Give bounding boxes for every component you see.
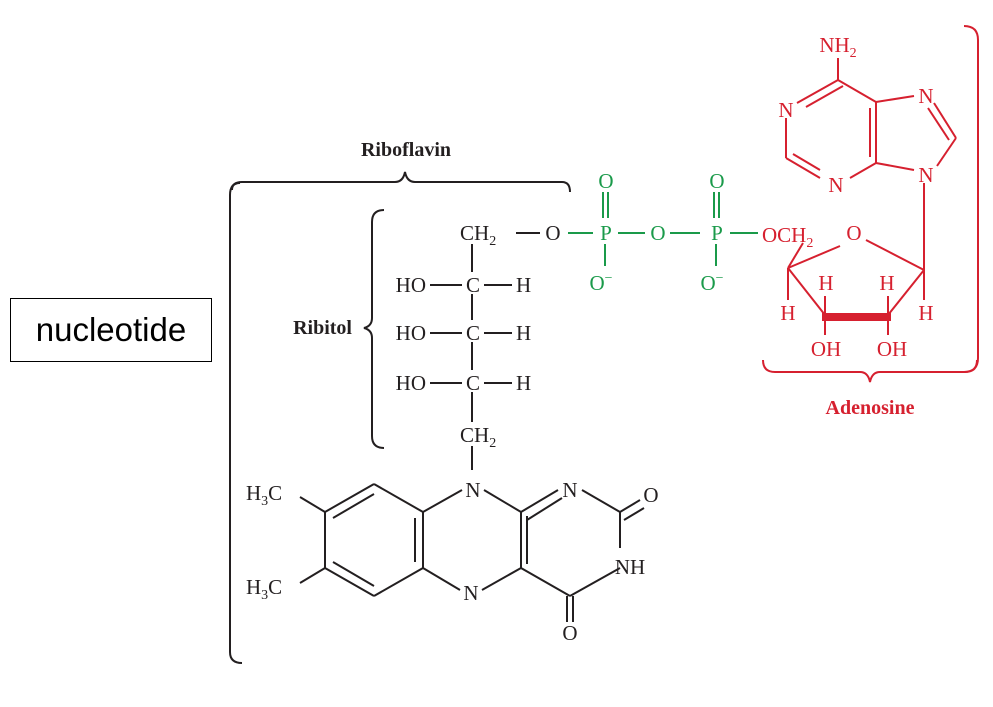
isoalloxazine-ring — [299, 483, 645, 622]
phosphate1-anion: O− — [589, 271, 612, 295]
ribose-oh-2: OH — [877, 337, 907, 361]
ribose-h-c1: H — [918, 301, 933, 325]
phosphorus-2: P — [711, 221, 723, 245]
ribitol-ch2-top: CH2 — [460, 221, 496, 249]
flavin-n1: N — [562, 478, 577, 502]
ribitol-label: Ribitol — [293, 317, 352, 339]
ribitol-ch2-bottom: CH2 — [460, 423, 496, 451]
ester-oxygen: O — [545, 221, 560, 245]
ribose-ring-oxygen: O — [846, 221, 861, 245]
adenine-n7: N — [918, 84, 933, 108]
nucleotide-bracket-right — [963, 25, 979, 373]
och2-group: OCH2 — [762, 223, 813, 251]
hydroxyl-1: HO — [396, 273, 426, 297]
ribitol-carbon-1: C — [466, 273, 480, 297]
flavin-nh: NH — [615, 555, 645, 579]
adenine-n1: N — [778, 98, 793, 122]
ribose-h-c4: H — [780, 301, 795, 325]
flavin-n10: N — [465, 478, 480, 502]
adenine-n3: N — [828, 173, 843, 197]
ribitol-h-2: H — [516, 321, 531, 345]
flavin-carbonyl-o2: O — [643, 483, 658, 507]
ribose-ring — [787, 239, 925, 335]
amine-group: NH2 — [819, 33, 856, 61]
ribitol-carbon-2: C — [466, 321, 480, 345]
methyl-group-2: H3C — [246, 575, 282, 603]
adenosine-label: Adenosine — [826, 397, 915, 419]
riboflavin-brace — [231, 171, 571, 193]
phosphorus-1: P — [600, 221, 612, 245]
ribitol-brace — [363, 209, 385, 449]
riboflavin-label: Riboflavin — [361, 139, 451, 161]
ribitol-carbon-3: C — [466, 371, 480, 395]
ribose-oh-3: OH — [811, 337, 841, 361]
ribose-h-c2: H — [879, 271, 894, 295]
hydroxyl-3: HO — [396, 371, 426, 395]
adenosine-brace — [762, 359, 978, 383]
nucleotide-annotation-box: nucleotide — [10, 298, 212, 362]
nucleotide-bracket-left — [229, 182, 243, 664]
phosphate2-oxo: O — [709, 169, 724, 193]
methyl-group-1: H3C — [246, 481, 282, 509]
flavin-carbonyl-o4: O — [562, 621, 577, 645]
ribitol-h-1: H — [516, 273, 531, 297]
ribitol-chain-bonds — [430, 232, 540, 470]
bridging-oxygen: O — [650, 221, 665, 245]
adenine-n9: N — [918, 163, 933, 187]
phosphate2-anion: O− — [700, 271, 723, 295]
hydroxyl-2: HO — [396, 321, 426, 345]
phosphate-bonds — [568, 192, 758, 266]
ribitol-h-3: H — [516, 371, 531, 395]
phosphate1-oxo: O — [598, 169, 613, 193]
adenine-ring — [785, 58, 957, 270]
nucleotide-annotation-text: nucleotide — [35, 311, 187, 348]
ribose-h-c3: H — [818, 271, 833, 295]
flavin-n5: N — [463, 581, 478, 605]
